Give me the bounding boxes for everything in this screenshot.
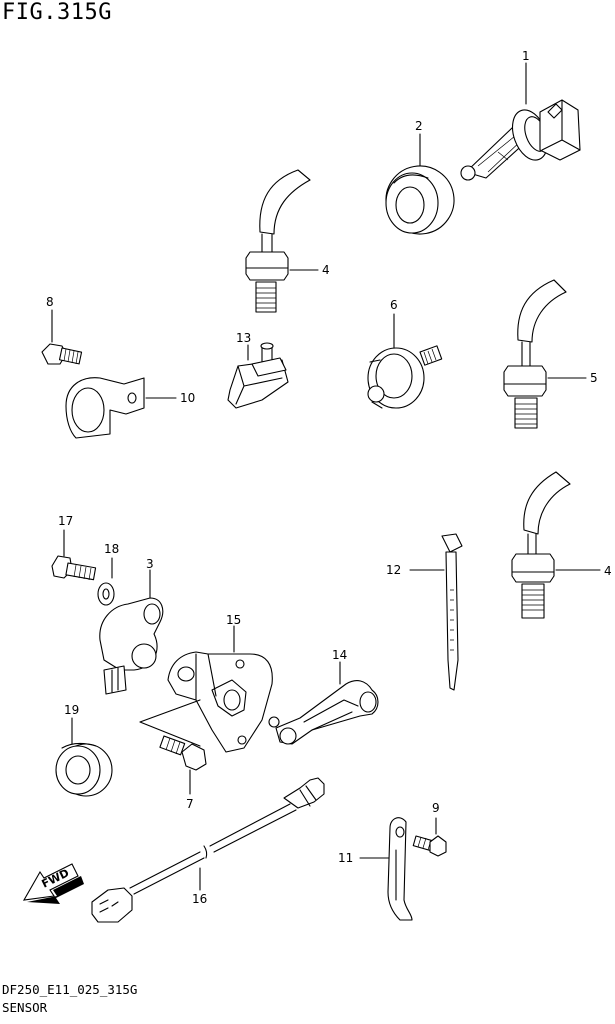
callout-7: 7 xyxy=(186,797,194,811)
fwd-direction-arrow: FWD xyxy=(22,863,84,904)
part-2-grommet xyxy=(385,133,455,235)
part-10-clamp xyxy=(65,377,177,439)
callout-13: 13 xyxy=(236,331,251,345)
part-1-sensor-connector xyxy=(460,62,581,181)
callout-10: 10 xyxy=(180,391,195,405)
part-14-lever xyxy=(268,661,379,745)
part-3-position-sensor xyxy=(99,569,164,695)
part-19-grommet xyxy=(55,717,113,797)
part-4-temp-sensor-lower xyxy=(511,471,601,619)
callout-9: 9 xyxy=(432,801,440,815)
callout-2: 2 xyxy=(415,119,423,133)
part-15-bracket xyxy=(139,625,273,753)
part-7-bolt xyxy=(159,735,207,795)
part-11-bracket xyxy=(359,817,413,921)
callout-11: 11 xyxy=(338,851,353,865)
part-13-clip xyxy=(227,342,289,409)
callout-4-lower: 4 xyxy=(604,564,612,578)
part-12-cable-tie xyxy=(409,533,463,691)
figure-name: SENSOR xyxy=(2,1000,48,1015)
callout-1: 1 xyxy=(522,49,530,63)
part-4-temp-sensor-upper xyxy=(245,169,319,313)
part-16-harness xyxy=(91,777,325,923)
figure-code: DF250_E11_025_315G xyxy=(2,982,138,997)
callout-3: 3 xyxy=(146,557,154,571)
callout-16: 16 xyxy=(192,892,207,906)
callout-14: 14 xyxy=(332,648,347,662)
part-6-knock-sensor xyxy=(367,313,443,409)
figure-title: FIG.315G xyxy=(2,0,112,25)
callout-4-upper: 4 xyxy=(322,263,330,277)
part-8-bolt xyxy=(41,309,83,365)
callout-17: 17 xyxy=(58,514,73,528)
callout-18: 18 xyxy=(104,542,119,556)
callout-12: 12 xyxy=(386,563,401,577)
part-5-temp-sensor xyxy=(503,279,587,429)
part-18-washer xyxy=(97,557,115,606)
callout-19: 19 xyxy=(64,703,79,717)
callout-5: 5 xyxy=(590,371,598,385)
callout-6: 6 xyxy=(390,298,398,312)
part-9-screw xyxy=(412,817,447,857)
callout-8: 8 xyxy=(46,295,54,309)
part-17-bolt xyxy=(51,529,97,581)
callout-15: 15 xyxy=(226,613,241,627)
